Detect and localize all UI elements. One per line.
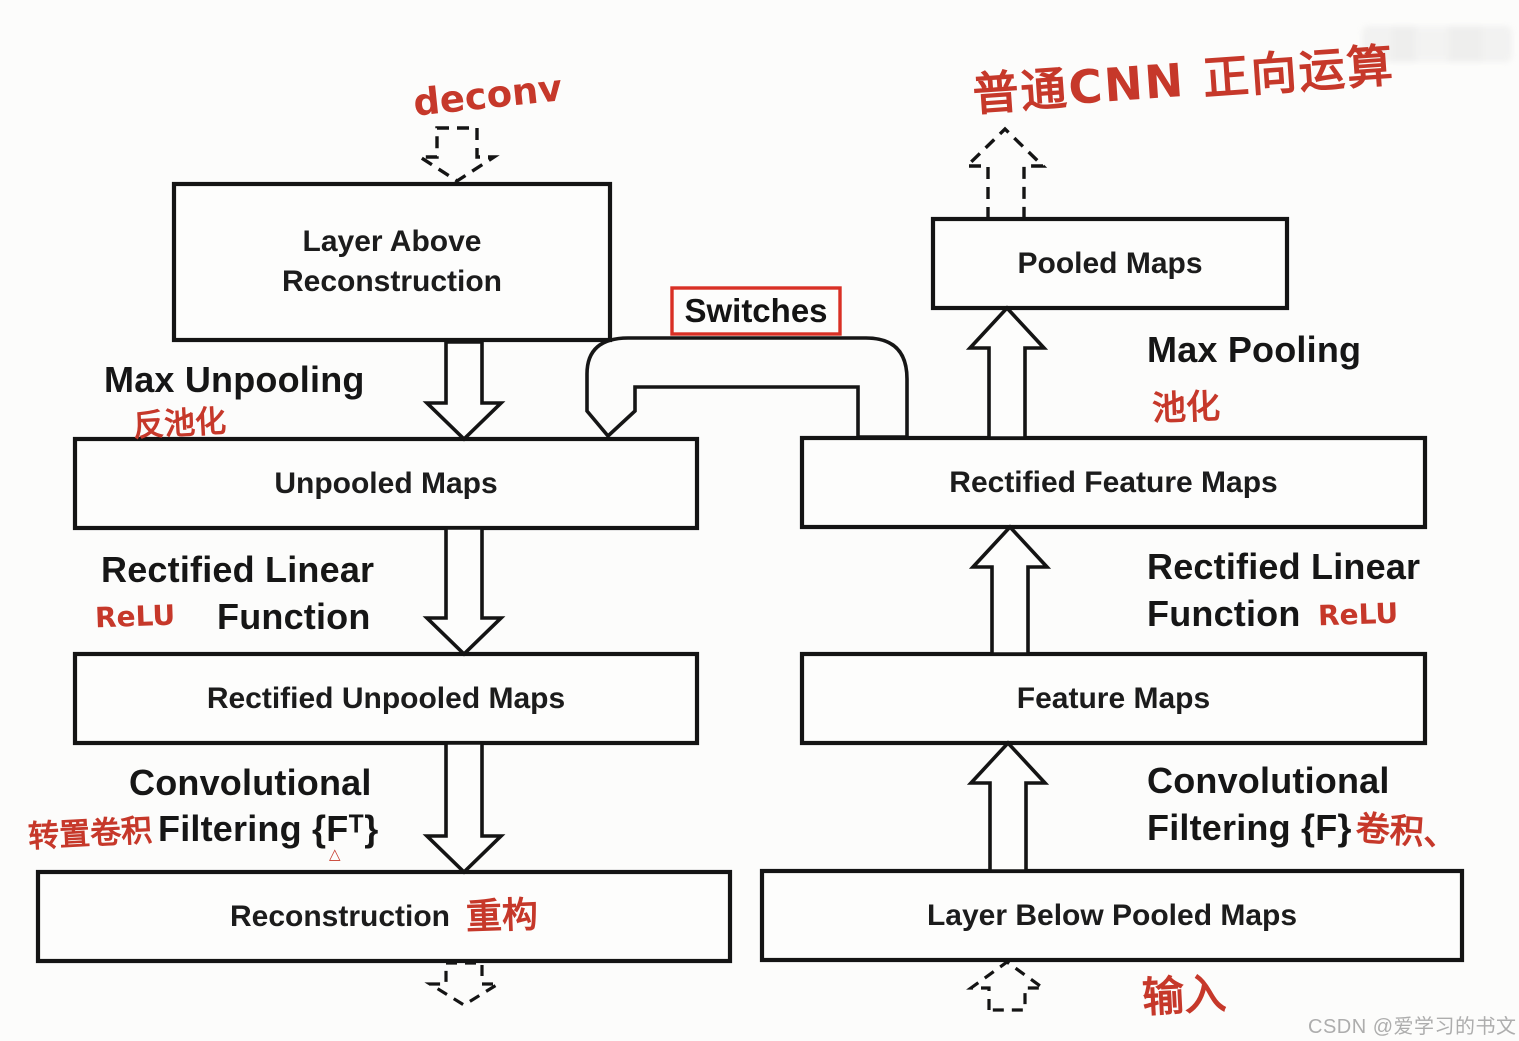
rectified-linear-right-label: Rectified Linear	[1147, 546, 1421, 587]
switches-connector	[585, 336, 909, 439]
rectified-feature-box	[799, 435, 1428, 530]
input-annotation-cn: 输入	[1140, 968, 1228, 1023]
up-arrow-3	[966, 740, 1050, 873]
filtering-ft-label: Filtering {Fᵀ}	[158, 808, 379, 849]
up-arrow-2	[968, 524, 1052, 656]
layer-above-line2: Reconstruction	[281, 265, 503, 298]
relu-left-annotation: ReLU	[94, 598, 176, 635]
layer-above-label: Layer Above Reconstruction	[174, 184, 610, 340]
layer-above-box	[171, 181, 613, 343]
layer-below-label: Layer Below Pooled Maps	[926, 898, 1298, 932]
feature-box	[799, 651, 1428, 746]
transposed-conv-annotation-cn: 转置卷积	[27, 812, 154, 856]
pooled-label: Pooled Maps	[1017, 246, 1203, 280]
rectified-unpooled-label: Rectified Unpooled Maps	[206, 681, 566, 715]
down-arrow-3	[422, 741, 506, 875]
unpooled-label: Unpooled Maps	[274, 466, 498, 500]
feature-label: Feature Maps	[1016, 681, 1211, 715]
rectified-unpooled-box	[72, 651, 700, 746]
filtering-f-label: Filtering {F}	[1147, 807, 1352, 848]
up-arrow-1	[965, 305, 1049, 440]
conv-annotation-cn: 卷积、	[1354, 808, 1460, 856]
max-pooling-annotation-cn: 池化	[1151, 386, 1221, 430]
faint-watermark	[1362, 26, 1512, 62]
reconstruction-text: Reconstruction	[229, 899, 450, 933]
triangle-mark: △	[329, 845, 341, 863]
max-unpooling-annotation-cn: 反池化	[132, 403, 228, 445]
down-arrow-2	[422, 526, 506, 657]
max-pooling-label: Max Pooling	[1147, 329, 1362, 370]
dashed-up-arrow-top-right	[962, 126, 1048, 219]
reconstruction-box	[35, 869, 733, 964]
switches-label: Switches	[684, 292, 828, 330]
convolutional-left-label: Convolutional	[129, 762, 372, 803]
pooled-box	[930, 216, 1290, 311]
rectified-linear-left-label: Rectified Linear	[101, 549, 375, 590]
switches-box	[670, 286, 842, 336]
csdn-watermark: CSDN @爱学习的书文	[1308, 1016, 1517, 1038]
dashed-down-arrow-bottom-left	[424, 961, 504, 1007]
relu-right-annotation: ReLU	[1317, 596, 1399, 633]
dashed-down-arrow-top-left	[414, 126, 500, 184]
unpooled-box	[72, 436, 700, 531]
rectified-feature-label: Rectified Feature Maps	[949, 465, 1278, 499]
down-arrow-1	[422, 340, 506, 442]
convolutional-right-label: Convolutional	[1147, 760, 1390, 801]
layer-below-box	[759, 868, 1465, 963]
layer-above-line1: Layer Above	[302, 225, 482, 259]
dashed-up-arrow-bottom-right	[966, 960, 1048, 1012]
reconstruction-label: Reconstruction 重构	[38, 872, 730, 961]
function-right-label: Function	[1147, 593, 1301, 634]
reconstruction-annotation-cn: 重构	[465, 894, 539, 938]
max-unpooling-label: Max Unpooling	[104, 359, 365, 400]
function-left-label: Function	[217, 596, 371, 637]
